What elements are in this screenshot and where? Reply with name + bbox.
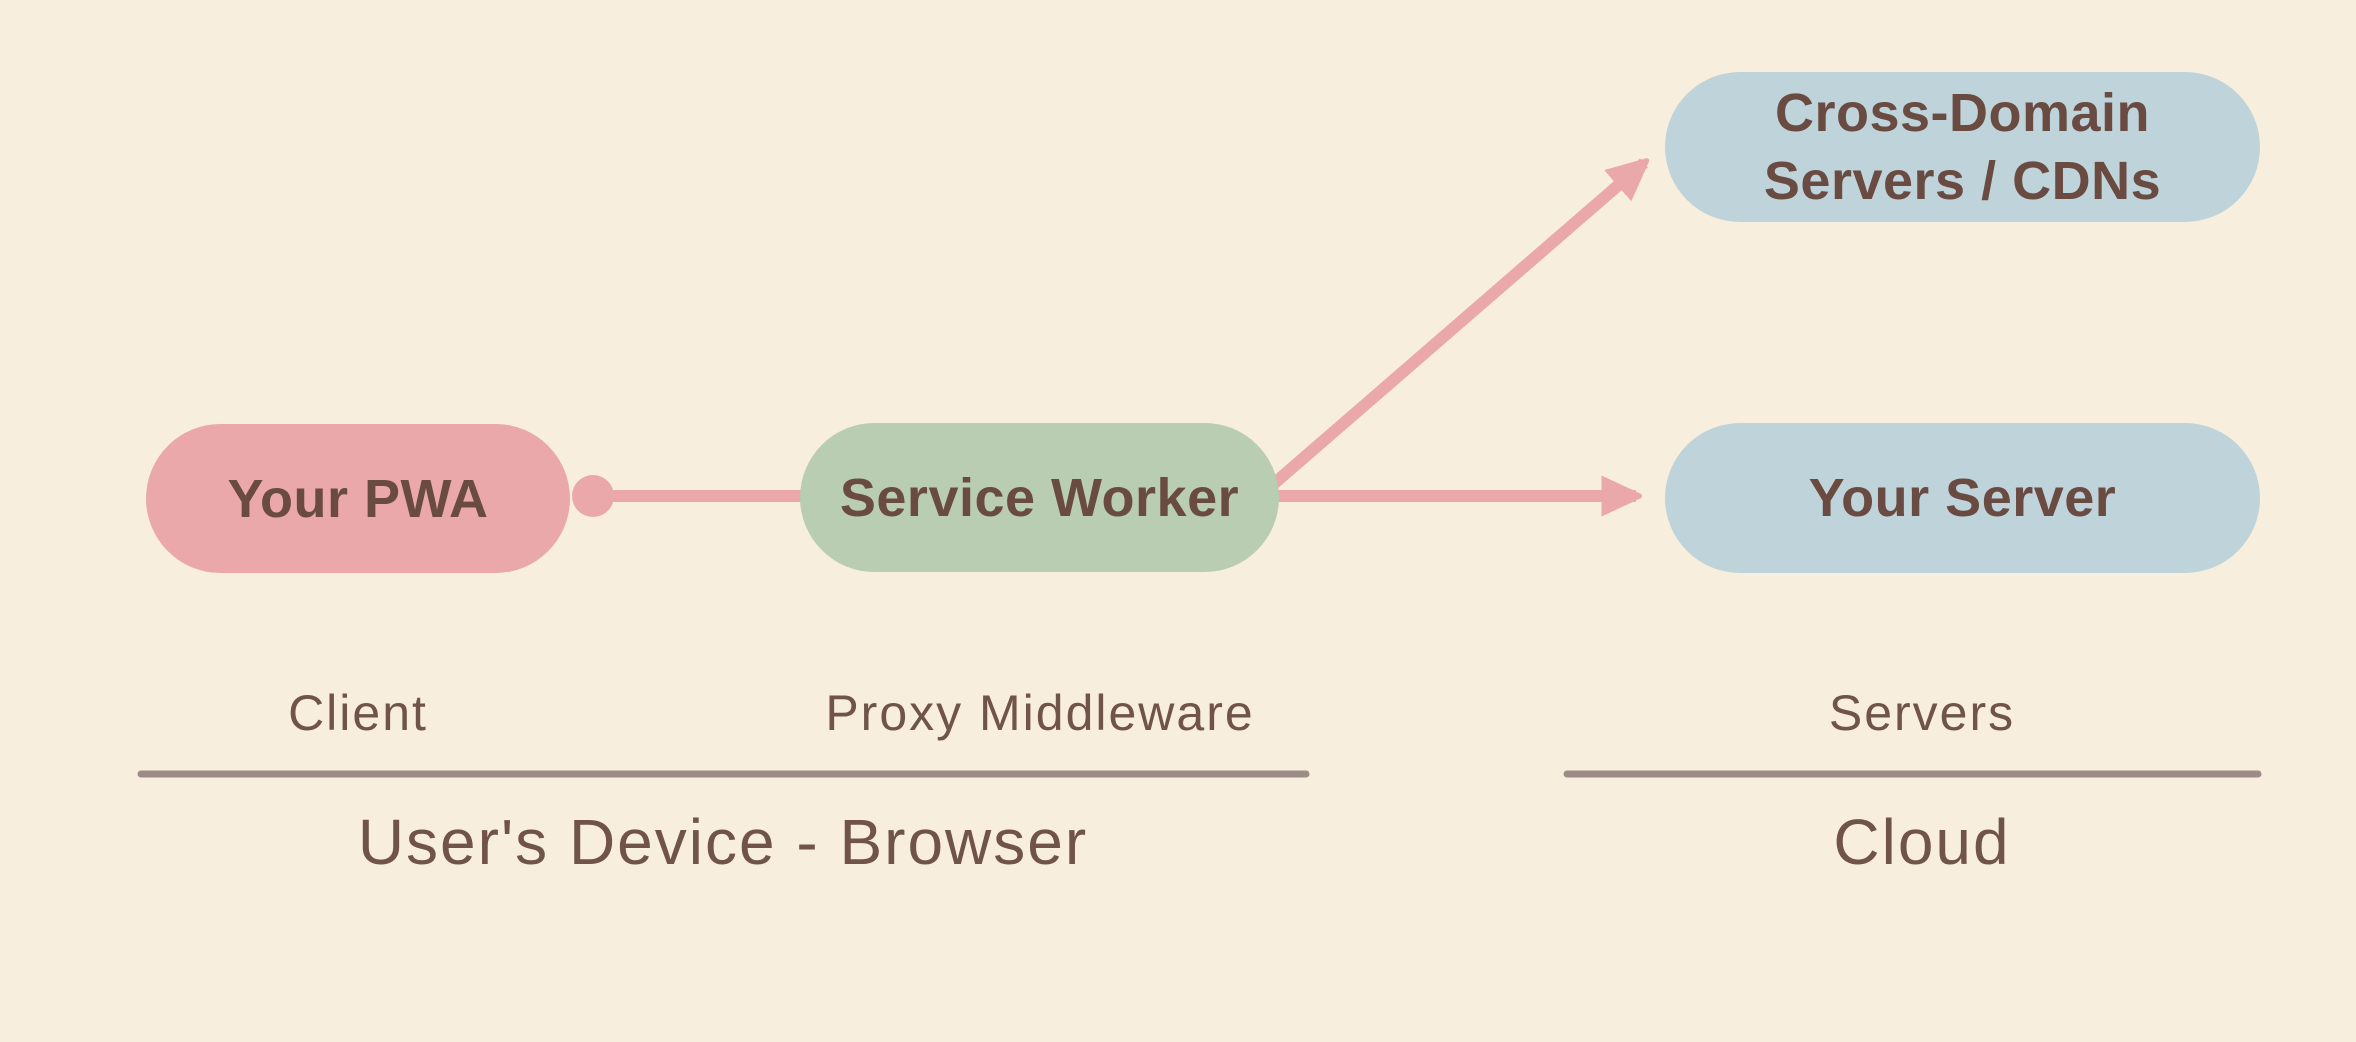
node-your-server-label: Your Server: [1808, 468, 2117, 528]
node-your-pwa: Your PWA: [146, 424, 570, 573]
node-cross-domain-label-line1: Cross-Domain: [1774, 83, 2151, 143]
pwa-connector-dot: [572, 475, 614, 517]
node-your-pwa-label: Your PWA: [227, 468, 489, 529]
tier-label-proxy-middleware: Proxy Middleware: [825, 685, 1255, 741]
node-your-server: Your Server: [1665, 423, 2260, 573]
node-service-worker: Service Worker: [800, 423, 1279, 572]
zone-label-cloud: Cloud: [1833, 806, 2011, 878]
node-service-worker-label: Service Worker: [839, 467, 1240, 528]
tier-label-servers: Servers: [1828, 685, 2016, 741]
node-cross-domain-servers: Cross-Domain Servers / CDNs: [1665, 72, 2260, 222]
zone-label-users-device-browser: User's Device - Browser: [357, 806, 1089, 878]
arrow-service-worker-to-cross-domain: [1258, 163, 1644, 499]
node-cross-domain-label-line2: Servers / CDNs: [1763, 151, 2162, 211]
tier-label-client: Client: [288, 685, 428, 741]
